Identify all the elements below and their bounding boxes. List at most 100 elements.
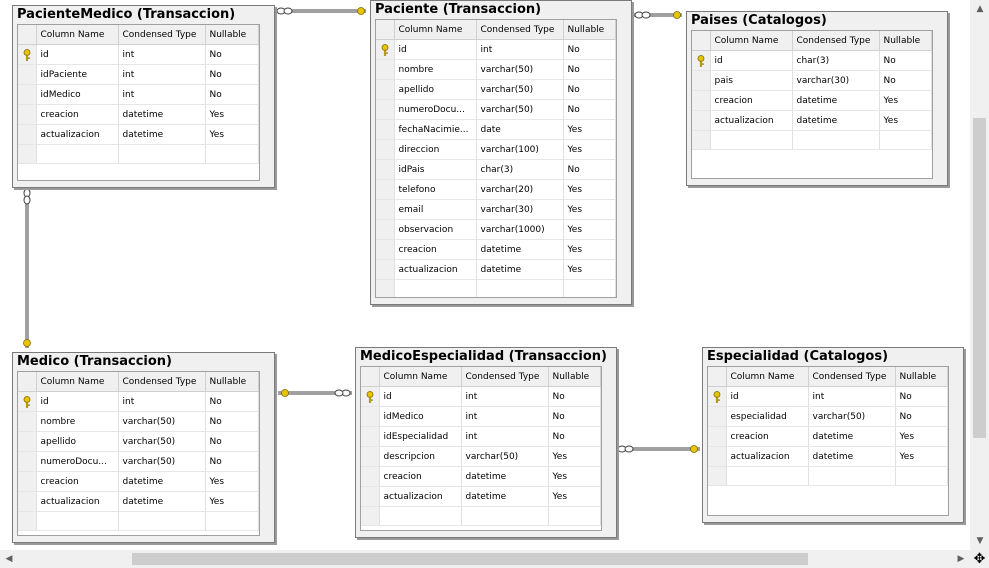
new-column-row[interactable] — [376, 279, 616, 297]
empty-cell[interactable] — [710, 130, 793, 150]
empty-cell[interactable] — [205, 511, 259, 531]
empty-cell[interactable] — [394, 279, 477, 297]
row-selector[interactable] — [376, 79, 395, 100]
row-selector[interactable] — [708, 406, 727, 427]
table-pacientemedico[interactable]: PacienteMedico (Transaccion) Column Name… — [12, 5, 275, 188]
row-selector[interactable] — [692, 50, 711, 71]
empty-cell[interactable] — [376, 279, 395, 297]
row-selector[interactable] — [361, 486, 380, 507]
empty-cell[interactable] — [36, 511, 119, 531]
scroll-left-icon[interactable]: ◀ — [5, 554, 13, 564]
empty-cell[interactable] — [808, 466, 896, 486]
scroll-up-icon[interactable]: ▲ — [976, 4, 984, 14]
empty-cell[interactable] — [879, 130, 932, 150]
vertical-scroll-thumb[interactable] — [973, 118, 986, 438]
row-selector[interactable] — [18, 471, 37, 492]
row-selector[interactable] — [18, 491, 37, 512]
row-selector[interactable] — [708, 386, 727, 407]
diagram-canvas[interactable]: PacienteMedico (Transaccion) Column Name… — [0, 0, 970, 550]
empty-cell[interactable] — [792, 130, 880, 150]
empty-cell[interactable] — [205, 144, 259, 164]
row-selector[interactable] — [708, 446, 727, 467]
row-selector[interactable] — [376, 259, 395, 280]
empty-cell[interactable] — [895, 466, 948, 486]
empty-cell[interactable] — [361, 506, 380, 526]
row-selector[interactable] — [18, 104, 37, 125]
new-column-row[interactable] — [18, 511, 259, 531]
empty-cell[interactable] — [726, 466, 809, 486]
row-selector[interactable] — [692, 70, 711, 91]
row-selector[interactable] — [376, 39, 395, 60]
table-medicoespecialidad[interactable]: MedicoEspecialidad (Transaccion) Column … — [355, 347, 617, 538]
empty-cell[interactable] — [18, 511, 37, 531]
row-selector[interactable] — [376, 179, 395, 200]
row-selector[interactable] — [18, 44, 37, 65]
row-selector[interactable] — [18, 411, 37, 432]
new-column-row[interactable] — [692, 130, 932, 150]
row-selector[interactable] — [18, 124, 37, 145]
row-selector[interactable] — [361, 426, 380, 447]
row-selector[interactable] — [18, 64, 37, 85]
row-selector[interactable] — [361, 386, 380, 407]
row-selector[interactable] — [708, 426, 727, 447]
column-row[interactable]: numeroDocu...varchar(50)No — [376, 99, 616, 120]
row-selector[interactable] — [18, 84, 37, 105]
row-selector[interactable] — [376, 119, 395, 140]
empty-cell[interactable] — [708, 466, 727, 486]
row-selector[interactable] — [361, 466, 380, 487]
row-selector[interactable] — [376, 239, 395, 260]
horizontal-scroll-thumb[interactable] — [132, 553, 808, 565]
scroll-right-icon[interactable]: ▶ — [957, 554, 965, 564]
row-selector[interactable] — [361, 446, 380, 467]
row-selector[interactable] — [376, 139, 395, 160]
row-selector[interactable] — [692, 90, 711, 111]
new-column-row[interactable] — [361, 506, 601, 526]
row-selector[interactable] — [376, 59, 395, 80]
row-selector[interactable] — [376, 99, 395, 120]
new-column-row[interactable] — [708, 466, 948, 486]
empty-cell[interactable] — [118, 144, 206, 164]
empty-cell[interactable] — [118, 511, 206, 531]
row-selector[interactable] — [361, 406, 380, 427]
row-selector[interactable] — [18, 451, 37, 472]
empty-cell[interactable] — [548, 506, 601, 526]
column-row[interactable]: numeroDocu...varchar(50)No — [18, 451, 259, 472]
empty-cell[interactable] — [379, 506, 462, 526]
